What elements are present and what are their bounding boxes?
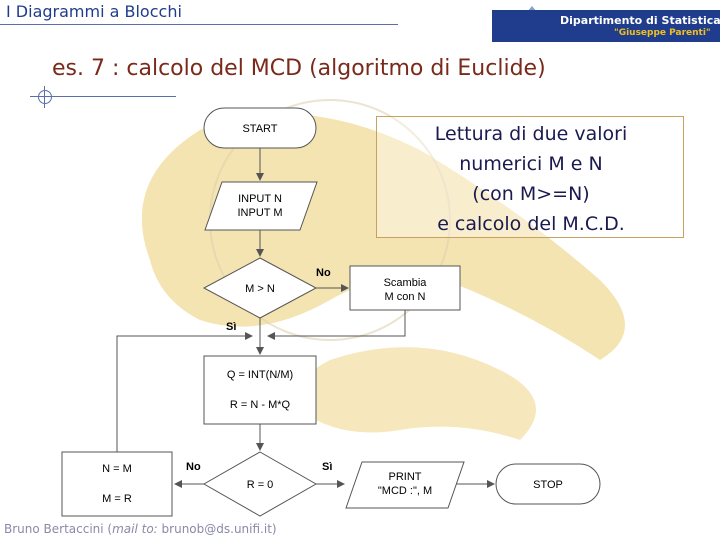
description-line: e calcolo del M.C.D. (437, 213, 625, 235)
header-title: I Diagrammi a Blocchi (6, 2, 182, 21)
assign-m-label: M = R (102, 493, 132, 505)
condition-r-eq-0: R = 0 (202, 451, 318, 517)
condition-m-gt-n: M > N (202, 257, 318, 319)
cond1-label: M > N (245, 283, 275, 295)
arrow-assign-loop (116, 332, 253, 452)
logo-name: "Giuseppe Parenti" (614, 28, 711, 38)
logo-department: Dipartimento di Statistica (560, 14, 720, 27)
swap-label-1: Scambia (384, 277, 428, 289)
print-label-2: "MCD :", M (378, 485, 432, 497)
description-box: Lettura di due valori numerici M e N (co… (376, 116, 684, 238)
footer-author: Bruno Bertaccini ( (4, 522, 113, 536)
start-label: START (242, 123, 277, 135)
title-underline (30, 96, 176, 97)
assign-block: N = M M = R (61, 451, 173, 517)
cond2-no-label: No (186, 461, 201, 473)
arrow-swap-join (267, 310, 406, 340)
stop-terminal: STOP (495, 463, 601, 505)
footer-credit: Bruno Bertaccini (mail to: brunob@ds.uni… (4, 522, 277, 536)
footer-mail-label: mail to: (112, 522, 158, 536)
swap-label-2: M con N (385, 291, 426, 303)
start-terminal: START (203, 107, 317, 149)
swap-block: Scambia M con N (349, 265, 461, 311)
print-block: PRINT "MCD :", M (345, 461, 465, 509)
description-line: Lettura di due valori (434, 123, 628, 145)
cond2-yes-label: Sì (322, 461, 332, 473)
cond1-no-label: No (316, 267, 331, 279)
footer-email[interactable]: brunob@ds.unifi.it) (157, 522, 277, 536)
compute-r-label: R = N - M*Q (230, 399, 291, 411)
slide-title: es. 7 : calcolo del MCD (algoritmo di Eu… (52, 56, 546, 81)
header-divider (0, 24, 398, 25)
compute-q-label: Q = INT(N/M) (227, 369, 293, 381)
cond2-label: R = 0 (247, 479, 274, 491)
cond1-yes-label: Sì (226, 321, 236, 333)
input-label-n: INPUT N (238, 193, 282, 205)
stop-label: STOP (533, 479, 563, 491)
input-label-m: INPUT M (237, 207, 282, 219)
department-logo: Dipartimento di Statistica "Giuseppe Par… (432, 0, 720, 44)
compute-block: Q = INT(N/M) R = N - M*Q (203, 355, 317, 425)
assign-n-label: N = M (102, 463, 132, 475)
bullet-circle-icon (38, 90, 52, 104)
logo-banner (492, 10, 720, 42)
input-block: INPUT N INPUT M (204, 181, 318, 231)
description-line: (con M>=N) (472, 183, 590, 205)
description-line: numerici M e N (459, 153, 603, 175)
print-label-1: PRINT (389, 471, 422, 483)
